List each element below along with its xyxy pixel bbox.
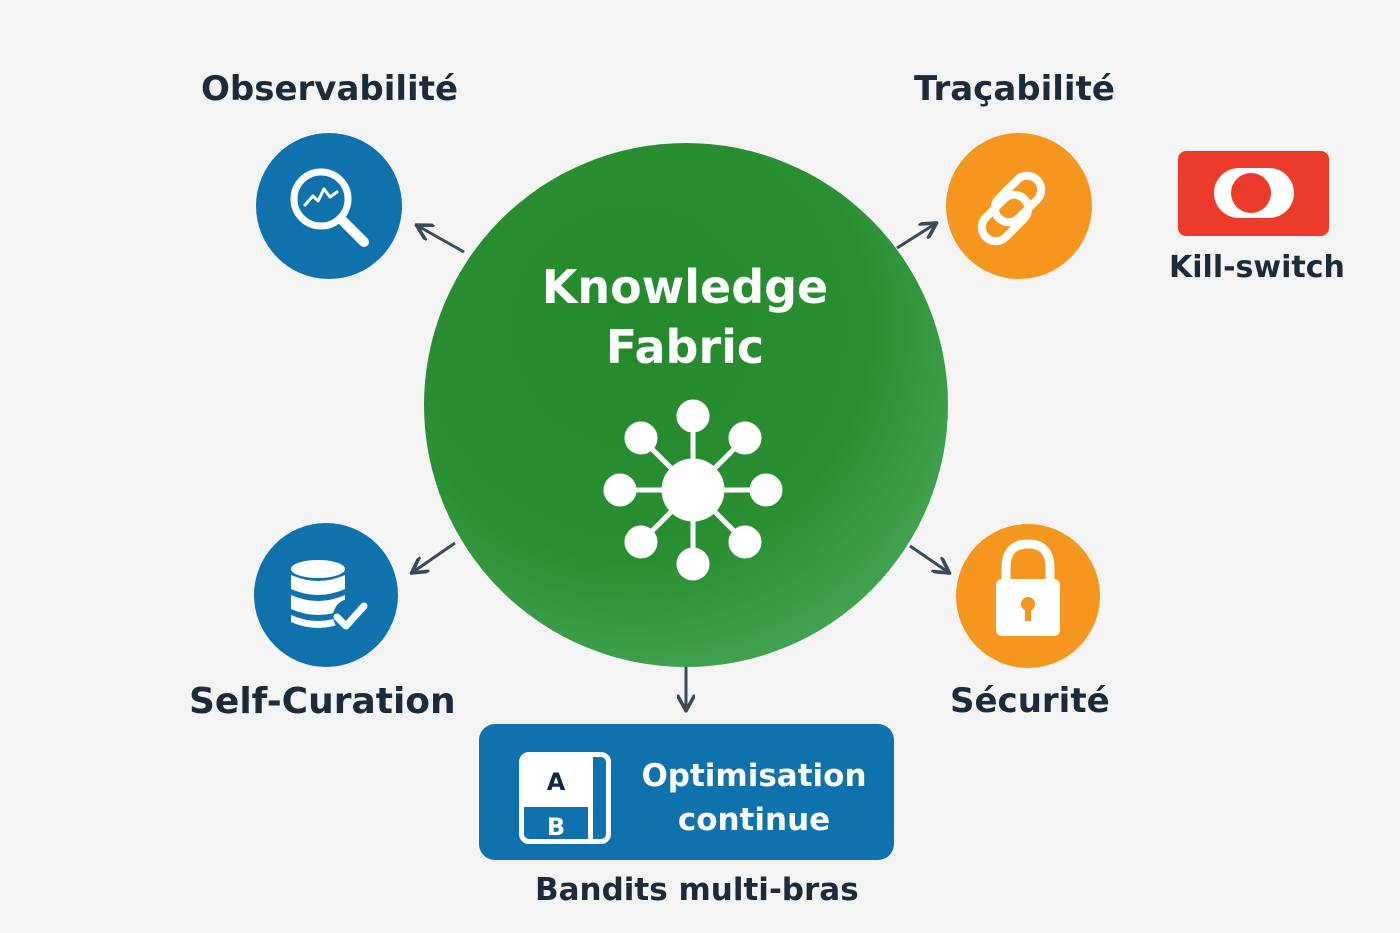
self-curation-node	[254, 523, 398, 667]
ab-divider	[588, 757, 593, 839]
network-hub-icon	[603, 399, 783, 581]
optimisation-line1: Optimisation	[641, 758, 867, 794]
toggle-switch-icon	[1214, 168, 1294, 218]
optimisation-title: Optimisation continue	[629, 754, 879, 842]
center-title: Knowledge Fabric	[485, 257, 885, 377]
kill-switch-node	[1178, 151, 1329, 236]
ab-test-icon: A B	[519, 752, 611, 844]
observabilite-label: Observabilité	[201, 69, 459, 109]
optimisation-line2: continue	[677, 802, 831, 838]
tracabilite-node	[946, 133, 1092, 279]
arrow-to-tracabilite	[896, 224, 935, 250]
connector-arrows	[413, 224, 948, 709]
kill-switch-label: Kill-switch	[1169, 250, 1345, 285]
bandits-caption: Bandits multi-bras	[535, 872, 859, 908]
chain-link-icon	[977, 171, 1046, 246]
self-curation-label: Self-Curation	[189, 681, 456, 722]
arrow-to-self-curation	[413, 541, 456, 572]
securite-node	[956, 524, 1100, 668]
arrow-to-securite	[909, 544, 948, 572]
observabilite-node	[256, 133, 402, 279]
arrow-to-observabilite	[418, 226, 465, 254]
magnifier-chart-icon	[290, 168, 369, 247]
tracabilite-label: Traçabilité	[914, 69, 1115, 109]
securite-label: Sécurité	[950, 681, 1110, 721]
database-check-icon	[291, 560, 368, 633]
center-title-line1: Knowledge	[541, 260, 829, 314]
ab-test-b: B	[546, 813, 566, 841]
center-title-line2: Fabric	[605, 320, 765, 374]
optimisation-box: A B Optimisation continue	[479, 724, 894, 860]
padlock-icon	[996, 539, 1060, 636]
ab-test-a: A	[524, 757, 588, 807]
